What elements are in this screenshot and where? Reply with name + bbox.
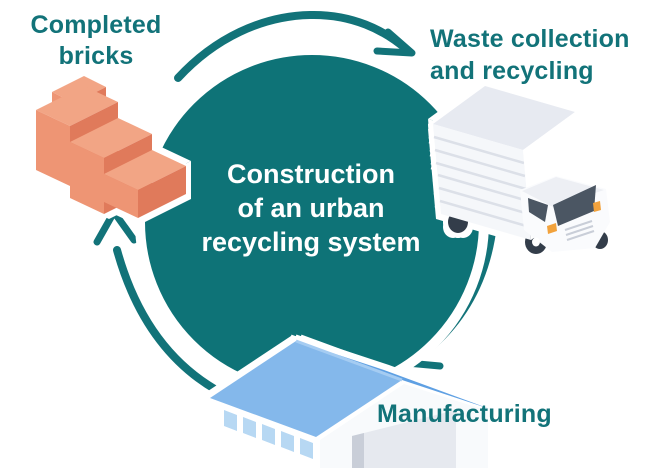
cab-side-window — [528, 198, 548, 222]
label-manufacturing-text: Manufacturing — [377, 400, 552, 428]
arrowhead-right-icon — [373, 28, 416, 57]
center-line-2: of an urban — [237, 193, 385, 223]
door-opening — [352, 410, 456, 468]
cycle-arrow-left — [93, 208, 242, 405]
center-line-1: Construction — [227, 159, 395, 189]
door-jamb — [352, 433, 364, 468]
center-circle-title: Construction of an urban recycling syste… — [155, 157, 467, 259]
marker-light-right — [593, 201, 601, 212]
windows — [224, 410, 313, 459]
bricks-icon — [36, 76, 186, 218]
label-completed-bricks-line1: Completed — [30, 11, 162, 39]
warehouse-icon — [210, 339, 490, 468]
grille — [564, 220, 595, 241]
wheel-hub — [532, 237, 540, 247]
center-line-3: recycling system — [201, 227, 421, 257]
marker-light-left — [547, 223, 557, 234]
label-waste-line1: Waste collection — [430, 25, 630, 53]
box-truck-icon — [433, 86, 610, 254]
cycle-arrow-top — [174, 10, 416, 82]
arrowhead-up-icon — [93, 208, 138, 246]
roof-left — [210, 341, 402, 437]
label-waste-collection: Waste collection and recycling — [430, 23, 630, 87]
roof-ridge — [295, 339, 403, 382]
label-completed-bricks-line2: bricks — [58, 42, 134, 70]
cab-roof — [522, 177, 604, 207]
label-waste-line2: and recycling — [430, 57, 594, 85]
cargo-side-ribbed — [433, 124, 531, 240]
cargo-top — [433, 86, 575, 150]
windshield — [553, 185, 596, 226]
label-manufacturing: Manufacturing — [377, 399, 552, 430]
label-completed-bricks: Completed bricks — [5, 10, 187, 72]
